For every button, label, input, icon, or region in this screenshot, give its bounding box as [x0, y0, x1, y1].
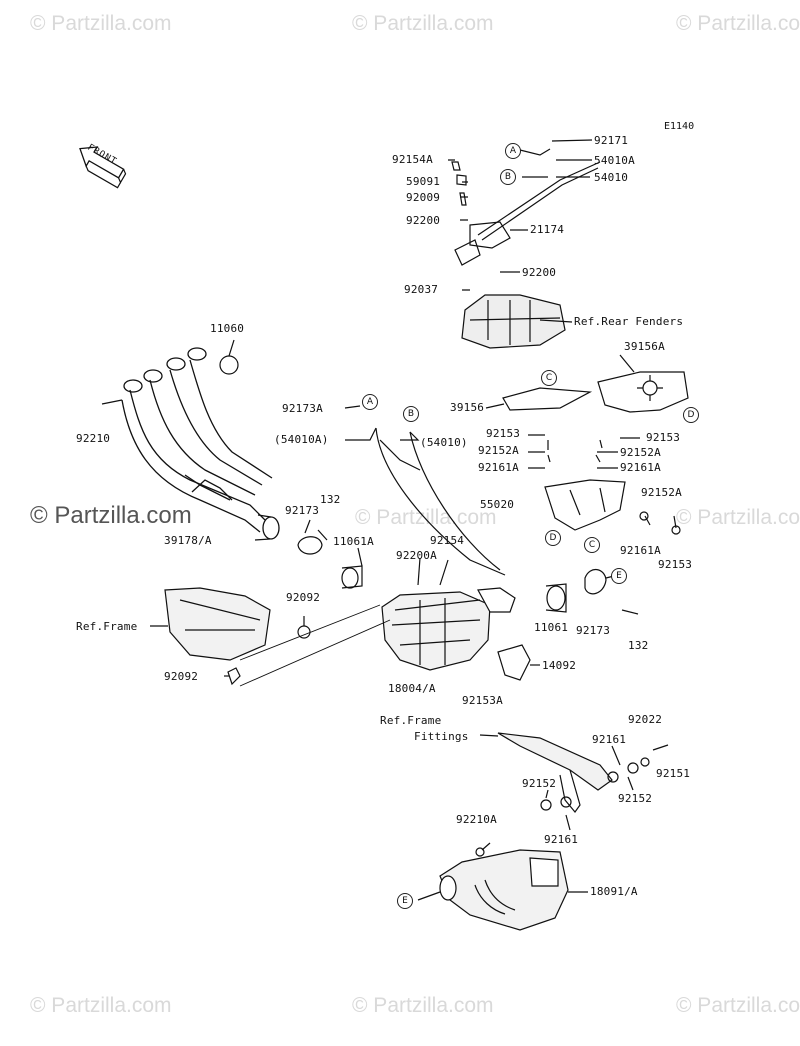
- part-label: 92200: [406, 214, 441, 227]
- part-label: 39156A: [624, 340, 665, 353]
- ref-frame-fittings-label: Ref.Frame: [380, 714, 442, 727]
- watermark: © Partzilla.com: [676, 12, 800, 35]
- part-label: 92153: [658, 558, 693, 571]
- watermark: © Partzilla.com: [676, 994, 800, 1017]
- part-label: 92152A: [641, 486, 682, 499]
- part-label: 92161: [592, 733, 627, 746]
- part-label: 92154: [430, 534, 465, 547]
- watermark: © Partzilla.com: [352, 12, 494, 35]
- part-label: 92152: [618, 792, 653, 805]
- part-label: 92153: [486, 427, 521, 440]
- part-label: 92173A: [282, 402, 323, 415]
- part-label: 54010A: [594, 154, 635, 167]
- part-label: 92173: [576, 624, 611, 637]
- part-label: 14092: [542, 659, 577, 672]
- callout-d: D: [545, 530, 561, 546]
- main-watermark: © Partzilla.com: [30, 502, 192, 529]
- part-label: 92210A: [456, 813, 497, 826]
- callout-b: B: [403, 406, 419, 422]
- part-label: 39178/A: [164, 534, 212, 547]
- part-label: 92161A: [478, 461, 519, 474]
- callout-c: C: [584, 537, 600, 553]
- diagram-code: E1140: [664, 121, 695, 132]
- part-label: 92161A: [620, 544, 661, 557]
- callout-c: C: [541, 370, 557, 386]
- ref-rear-fenders-label: Ref.Rear Fenders: [574, 315, 684, 328]
- watermark: © Partzilla.com: [30, 994, 172, 1017]
- part-label: 92161: [544, 833, 579, 846]
- watermark: © Partzilla.com: [676, 506, 800, 529]
- part-label: (54010): [420, 436, 468, 449]
- part-label: 132: [628, 639, 649, 652]
- ref-frame-label: Ref.Frame: [76, 620, 138, 633]
- front-arrow-icon: [79, 146, 127, 189]
- callout-a: A: [362, 394, 378, 410]
- part-label: 92200: [522, 266, 557, 279]
- part-label: 92092: [164, 670, 199, 683]
- callout-a: A: [505, 143, 521, 159]
- part-label: 92152A: [620, 446, 661, 459]
- part-label: 92173: [285, 504, 320, 517]
- part-label: 11061A: [333, 535, 374, 548]
- part-label: 92153: [646, 431, 681, 444]
- callout-d: D: [683, 407, 699, 423]
- part-label: 92210: [76, 432, 111, 445]
- part-label: 92171: [594, 134, 629, 147]
- part-label: 54010: [594, 171, 629, 184]
- watermark: © Partzilla.com: [352, 994, 494, 1017]
- part-label: 92152: [522, 777, 557, 790]
- part-label: 55020: [480, 498, 515, 511]
- part-label: 11061: [534, 621, 569, 634]
- part-label: 21174: [530, 223, 565, 236]
- callout-e: E: [397, 893, 413, 909]
- watermark: © Partzilla.com: [355, 506, 497, 529]
- part-label: 92022: [628, 713, 663, 726]
- part-label: 18004/A: [388, 682, 436, 695]
- part-label: 92152A: [478, 444, 519, 457]
- part-label: 92037: [404, 283, 439, 296]
- part-label: 92161A: [620, 461, 661, 474]
- part-label: 39156: [450, 401, 485, 414]
- part-label: 132: [320, 493, 341, 506]
- part-label: 92154A: [392, 153, 433, 166]
- ref-frame-fittings-label: Fittings: [414, 730, 469, 743]
- callout-e: E: [611, 568, 627, 584]
- part-label: 92151: [656, 767, 691, 780]
- part-label: 92009: [406, 191, 441, 204]
- watermark: © Partzilla.com: [30, 12, 172, 35]
- callout-b: B: [500, 169, 516, 185]
- part-label: 59091: [406, 175, 441, 188]
- part-label: 11060: [210, 322, 245, 335]
- part-label: 92200A: [396, 549, 437, 562]
- part-label: 92092: [286, 591, 321, 604]
- part-label: 92153A: [462, 694, 503, 707]
- part-label: (54010A): [274, 433, 329, 446]
- part-label: 18091/A: [590, 885, 638, 898]
